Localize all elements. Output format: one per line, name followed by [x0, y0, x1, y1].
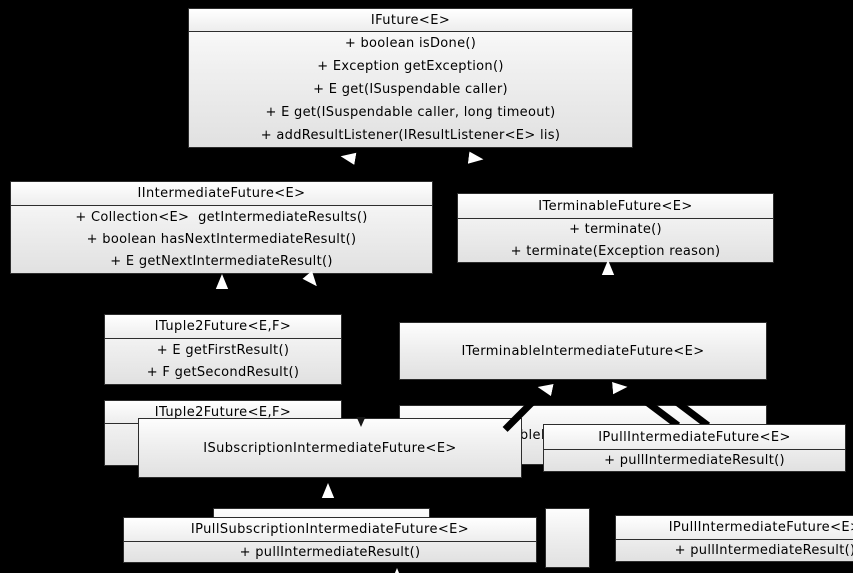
class-box-ipullintermediatefuture-duplicate: IPullIntermediateFuture<E> + pullInterme… — [615, 515, 853, 562]
class-box-ifuture: IFuture<E> + boolean isDone() + Exceptio… — [188, 8, 633, 148]
method-terminate: + terminate() — [569, 222, 662, 238]
class-title: IPullIntermediateFuture<E> — [544, 425, 845, 450]
class-box-hidden-fragment-middle — [545, 508, 590, 568]
method-pullintermediateresult: + pullIntermediateResult() — [674, 543, 853, 558]
class-title: IPullSubscriptionIntermediateFuture<E> — [124, 518, 536, 542]
method-compartment: + terminate() + terminate(Exception reas… — [458, 219, 773, 262]
method-compartment: + pullIntermediateResult() — [544, 450, 845, 471]
method-getsecondresult: + F getSecondResult() — [146, 365, 300, 381]
class-title: ISubscriptionIntermediateFuture<E> — [203, 440, 457, 456]
method-addresultlistener: + addResultListener(IResultListener<E> l… — [260, 128, 561, 143]
class-title: IFuture<E> — [189, 9, 632, 32]
class-box-ipullintermediatefuture: IPullIntermediateFuture<E> + pullInterme… — [543, 424, 846, 472]
generalization-arrowhead-icon — [468, 151, 485, 167]
method-terminate-reason: + terminate(Exception reason) — [510, 243, 721, 259]
method-compartment: + pullIntermediateResult() — [616, 540, 853, 561]
generalization-arrowhead-icon — [321, 483, 335, 498]
generalization-arrowhead-icon — [339, 149, 356, 165]
method-compartment: + Collection<E> getIntermediateResults()… — [11, 206, 432, 273]
method-getfirstresult: + E getFirstResult() — [156, 342, 290, 358]
method-getexception: + Exception getException() — [317, 59, 504, 74]
class-box-iterminableintermediatefuture: ITerminableIntermediateFuture<E> — [399, 322, 767, 380]
generalization-arrowhead-icon — [390, 568, 404, 573]
class-title: IIntermediateFuture<E> — [11, 182, 432, 206]
class-title: IPullIntermediateFuture<E> — [616, 516, 853, 540]
class-box-ituple2future: ITuple2Future<E,F> + E getFirstResult() … — [104, 314, 342, 385]
class-box-iterminablefuture: ITerminableFuture<E> + terminate() + ter… — [457, 193, 774, 263]
method-getintermediateresults: + Collection<E> getIntermediateResults() — [75, 209, 368, 225]
class-box-isubscriptionintermediatefuture: ISubscriptionIntermediateFuture<E> — [138, 418, 522, 478]
method-getnextintermediateresult: + E getNextIntermediateResult() — [110, 254, 333, 270]
method-compartment: + pullIntermediateResult() — [124, 542, 536, 562]
generalization-arrowhead-icon — [215, 274, 229, 289]
method-compartment: + E getFirstResult() + F getSecondResult… — [105, 339, 341, 384]
class-title: ITerminableFuture<E> — [458, 194, 773, 219]
method-get-caller: + E get(ISuspendable caller) — [313, 82, 508, 97]
class-box-ipullsubscriptionintermediatefuture: IPullSubscriptionIntermediateFuture<E> +… — [123, 517, 537, 563]
method-hasnextintermediateresult: + boolean hasNextIntermediateResult() — [86, 231, 357, 247]
method-isdone: + boolean isDone() — [344, 36, 477, 51]
method-get-caller-timeout: + E get(ISuspendable caller, long timeou… — [265, 105, 556, 120]
class-box-iintermediatefuture: IIntermediateFuture<E> + Collection<E> g… — [10, 181, 433, 274]
method-compartment: + boolean isDone() + Exception getExcept… — [189, 32, 632, 147]
method-pullintermediateresult: + pullIntermediateResult() — [604, 453, 785, 468]
class-title: ITuple2Future<E,F> — [105, 315, 341, 339]
method-pullintermediateresult: + pullIntermediateResult() — [239, 544, 421, 560]
class-title: ITerminableIntermediateFuture<E> — [461, 343, 705, 359]
